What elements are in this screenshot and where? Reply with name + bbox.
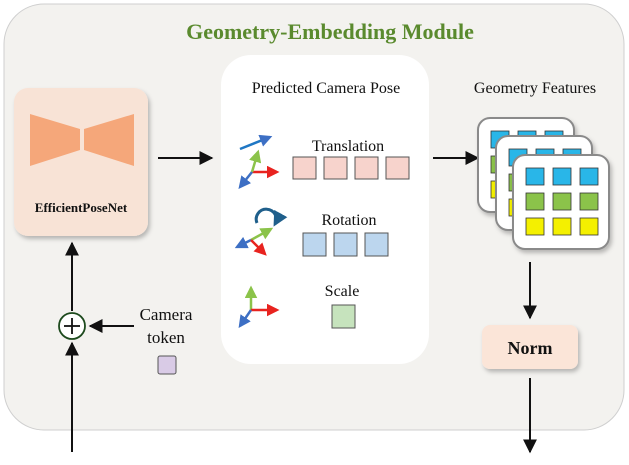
feature-stack [477, 117, 610, 250]
encoder-right-shape [84, 114, 134, 166]
camera-token-label-line1: Camera [140, 305, 193, 324]
circle-plus-icon [58, 312, 86, 340]
encoder-label: EfficientPoseNet [35, 200, 128, 215]
pose-panel: Predicted Camera Pose Translation Rotati… [221, 55, 429, 364]
feature-cell [525, 192, 545, 211]
norm-box [482, 325, 578, 369]
scale-icon [238, 285, 280, 329]
features-title: Geometry Features [474, 80, 596, 97]
encoder-block: EfficientPoseNet [14, 88, 148, 236]
feature-cell [525, 167, 545, 186]
rotation-cell [302, 232, 327, 257]
pose-panel-title: Predicted Camera Pose [252, 80, 400, 97]
feature-cell [579, 192, 599, 211]
pose-panel-box [221, 55, 429, 364]
feature-cell [525, 217, 545, 236]
rotation-cell [364, 232, 389, 257]
rotation-cells [302, 232, 389, 257]
scale-cell [331, 304, 356, 329]
translation-cell [385, 156, 410, 180]
norm-label: Norm [508, 338, 553, 358]
feature-cell [552, 192, 572, 211]
module-title: Geometry-Embedding Module [186, 19, 474, 44]
rotation-icon [234, 207, 288, 256]
feature-cell [552, 217, 572, 236]
translation-icon [238, 134, 280, 189]
scale-label: Scale [325, 283, 360, 300]
translation-cells [292, 156, 410, 180]
feature-cell [579, 167, 599, 186]
translation-cell [323, 156, 348, 180]
camera-token-label-line2: token [147, 328, 185, 347]
translation-cell [354, 156, 379, 180]
feature-cell [552, 167, 572, 186]
norm-block: Norm [482, 325, 578, 369]
encoder-left-shape [30, 114, 80, 166]
rotation-label: Rotation [321, 212, 376, 229]
feature-cell [579, 217, 599, 236]
translation-cell [292, 156, 317, 180]
translation-label: Translation [312, 138, 384, 155]
rotation-cell [333, 232, 358, 257]
camera-token-cell [157, 355, 177, 375]
